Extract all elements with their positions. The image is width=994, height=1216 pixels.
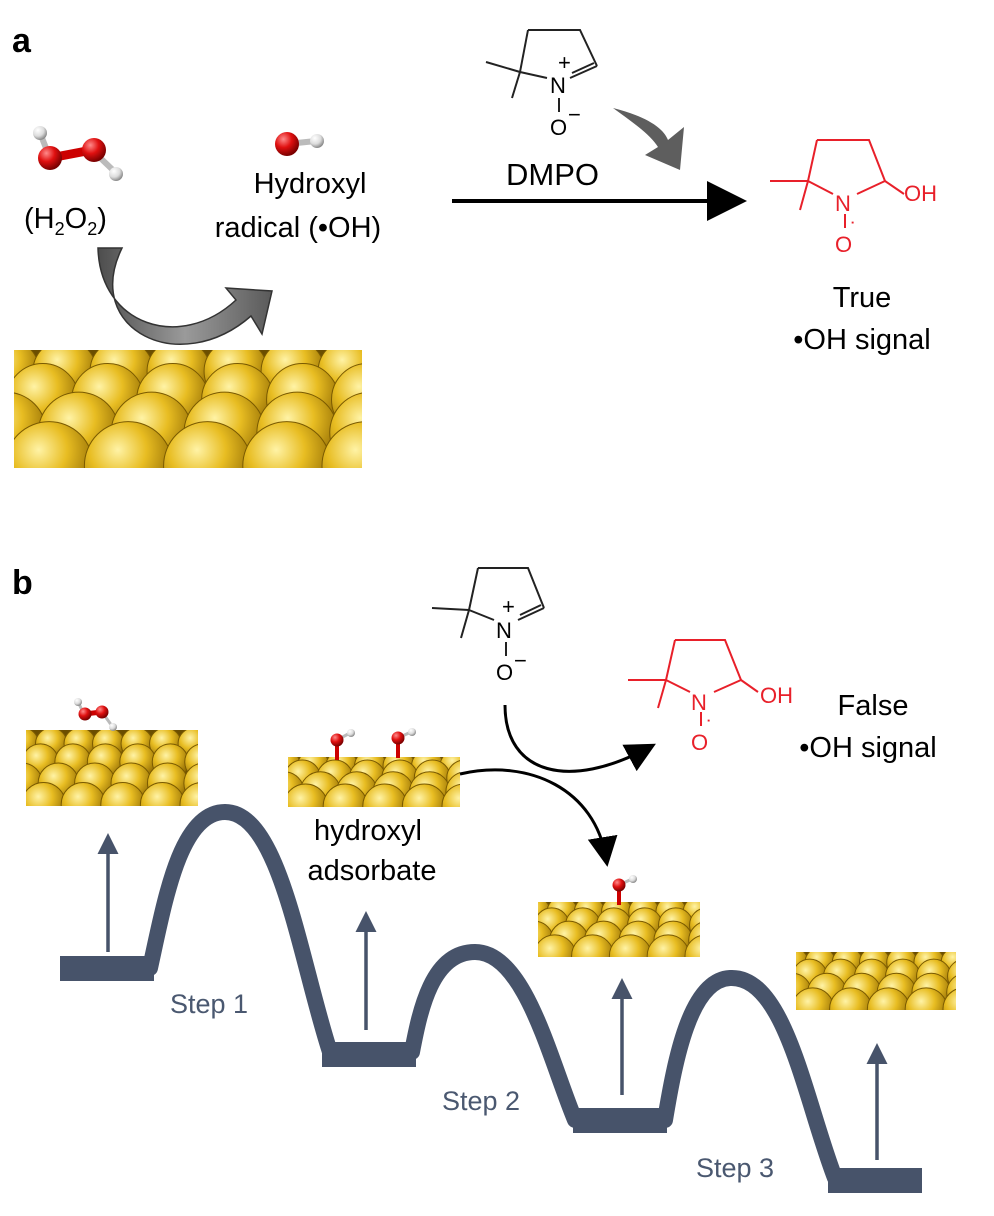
gold-atom	[0, 763, 6, 803]
product-o-b: O	[691, 730, 708, 755]
gold-atom	[288, 773, 289, 783]
gold-atom	[684, 935, 700, 957]
gold-atom	[441, 783, 460, 807]
gold-atom	[571, 934, 615, 957]
gold-surface-b2	[240, 750, 526, 828]
adsorbate-label-1: hydroxyl	[314, 815, 422, 847]
gold-atom	[14, 393, 15, 406]
gold-atom	[100, 781, 146, 806]
dmpo-minus-a: −	[568, 102, 581, 127]
adsorbate-label-2: adsorbate	[308, 855, 437, 887]
gold-atom	[60, 781, 106, 806]
gold-atom	[14, 421, 94, 468]
product-oh-b: OH	[760, 683, 793, 708]
h2o2-label: (H2O2)	[24, 203, 107, 239]
gold-atom	[866, 987, 910, 1010]
gold-atom	[321, 421, 362, 468]
gold-atom	[83, 421, 173, 468]
gold-atom	[751, 947, 781, 977]
gold-atom	[242, 421, 332, 468]
gold-atom	[482, 784, 526, 828]
gold-atom	[0, 728, 10, 760]
gold-atom	[829, 987, 873, 1010]
gold-atom	[207, 728, 239, 760]
product-o-a: O	[835, 232, 852, 257]
gold-atom	[469, 750, 501, 782]
dmpo-oh-structure-a	[770, 139, 905, 228]
dmpo-n-a: N	[550, 73, 566, 98]
hydroxyl-radical-label-2: radical (•OH)	[215, 212, 381, 244]
gold-atom	[942, 988, 956, 1010]
h2o2-small-icon	[74, 698, 117, 731]
gold-atom	[26, 757, 27, 767]
true-label: True	[833, 282, 892, 314]
dmpo-o-a: O	[550, 115, 567, 140]
gold-atom	[904, 987, 948, 1010]
hydroxyl-radical-label-1: Hydroxyl	[254, 168, 367, 200]
gold-atom	[26, 799, 27, 806]
dmpo-oh-structure-b	[628, 639, 759, 726]
false-signal-label: •OH signal	[799, 732, 936, 764]
energy-profile-path	[60, 804, 922, 1186]
dmpo-plus-b: +	[502, 594, 515, 619]
product-oh-a: OH	[904, 181, 937, 206]
adsorbate-to-surface-arrow-icon	[459, 768, 618, 867]
step-1-label: Step 1	[170, 989, 248, 1019]
true-signal-label: •OH signal	[793, 324, 930, 356]
step-3-label: Step 3	[696, 1153, 774, 1183]
gold-atom	[796, 987, 835, 1010]
dmpo-structure-a	[485, 29, 598, 112]
dmpo-n-b: N	[496, 618, 512, 643]
false-label: False	[838, 690, 909, 722]
product-n-b: N	[691, 690, 707, 715]
gold-atom	[163, 421, 253, 468]
gold-surface-b1	[0, 728, 239, 806]
gold-surface-b4	[751, 947, 994, 1010]
oh-adsorbate-single-icon	[612, 875, 637, 905]
adsorption-up-arrows	[97, 833, 888, 1160]
panel-a-letter: a	[12, 22, 32, 60]
gold-atom	[646, 934, 690, 957]
gold-atom	[538, 920, 539, 930]
gold-atom	[493, 897, 523, 927]
product-dot-a: ˙	[850, 218, 857, 243]
dmpo-label: DMPO	[506, 157, 599, 192]
h2o2-molecule-icon	[33, 126, 123, 181]
gold-atom	[968, 947, 994, 977]
gold-atom	[240, 750, 272, 782]
energy-levels	[60, 956, 922, 1193]
oh-adsorbate-icon	[330, 728, 416, 760]
gold-atom	[26, 781, 67, 806]
gold-surface-b3	[493, 897, 740, 957]
gold-atom	[710, 897, 740, 927]
dmpo-plus-a: +	[558, 50, 571, 75]
product-n-a: N	[835, 191, 851, 216]
gold-atom	[538, 934, 577, 957]
decomposition-curved-arrow-icon	[97, 247, 273, 345]
gold-atom	[139, 781, 185, 806]
dmpo-addition-arrow-icon	[613, 108, 684, 170]
step-2-label: Step 2	[442, 1086, 520, 1116]
gold-atom	[375, 340, 438, 403]
hydroxyl-radical-icon	[275, 132, 324, 156]
gold-atom	[401, 422, 489, 510]
gold-atom	[179, 782, 198, 806]
dmpo-minus-b: −	[514, 648, 527, 673]
gold-atom	[608, 934, 652, 957]
gold-atom	[14, 459, 15, 468]
dmpo-o-b: O	[496, 660, 513, 685]
dmpo-structure-b	[431, 567, 545, 656]
product-dot-b: ˙	[706, 716, 713, 741]
panel-b-letter: b	[12, 564, 33, 602]
gold-surface-a	[14, 340, 489, 510]
dmpo-to-product-arrow-icon	[503, 704, 656, 773]
gold-atom	[396, 363, 468, 435]
